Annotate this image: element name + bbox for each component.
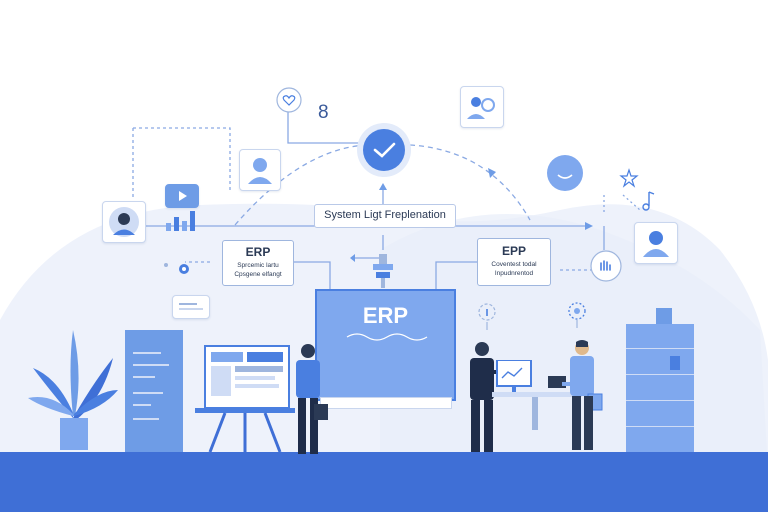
bar-chart-icon — [166, 211, 195, 231]
smiley-icon — [547, 155, 583, 191]
desk-workstation — [492, 360, 582, 430]
check-circle-icon — [357, 123, 411, 177]
profile-icon — [643, 231, 669, 257]
monitor-base — [320, 397, 452, 409]
server-cabinet-left — [125, 330, 183, 452]
erp-card-right: EPP Coventest todal Inpudnrentod — [477, 238, 551, 286]
erp-card-right-title: EPP — [501, 244, 526, 258]
system-banner: System Ligt Freplenation — [314, 204, 456, 228]
server-cabinet-right — [626, 324, 694, 452]
number-label: 8 — [318, 102, 329, 123]
banner-text: System Ligt Freplenation — [324, 209, 446, 221]
avatar-icon — [109, 207, 139, 237]
user-card — [239, 149, 281, 191]
clock-icon — [164, 263, 189, 274]
erp-card-left-line2: Cpsgene elfangt — [234, 271, 282, 278]
erp-card-right-line2: Inpudnrentod — [494, 270, 534, 277]
heart-icon — [276, 87, 302, 113]
group-icon — [467, 97, 495, 119]
user-icon — [248, 158, 272, 184]
erp-card-left-line1: Sprcemic lartu — [237, 262, 279, 269]
drafting-board — [195, 345, 295, 453]
erp-card-left-title: ERP — [245, 245, 271, 259]
star-icon — [619, 168, 639, 188]
group-card — [460, 86, 504, 128]
monitor-wave — [346, 333, 428, 341]
music-note-icon — [642, 191, 655, 211]
info-icon — [478, 303, 496, 330]
lightbulb-icon — [568, 302, 586, 328]
monitor-title: ERP — [362, 303, 409, 328]
lamp-icon — [373, 254, 393, 288]
document-card — [172, 295, 210, 319]
laptop-icon — [548, 376, 566, 388]
avatar-card — [102, 201, 146, 243]
video-card — [165, 184, 199, 208]
video-icon — [179, 191, 187, 201]
cabinet-top-item — [656, 308, 672, 324]
erp-card-left: ERP Sprcemic lartu Cpsgene elfangt — [222, 240, 294, 286]
person-briefcase — [296, 344, 328, 454]
hand-icon — [590, 250, 622, 282]
profile-card — [634, 222, 678, 264]
erp-card-right-line1: Coventest todal — [491, 261, 537, 268]
erp-monitor: ERP — [315, 289, 456, 401]
plant-icon — [28, 330, 118, 450]
briefcase-icon — [314, 404, 328, 420]
person-laptop — [548, 340, 603, 450]
floor — [0, 452, 768, 512]
